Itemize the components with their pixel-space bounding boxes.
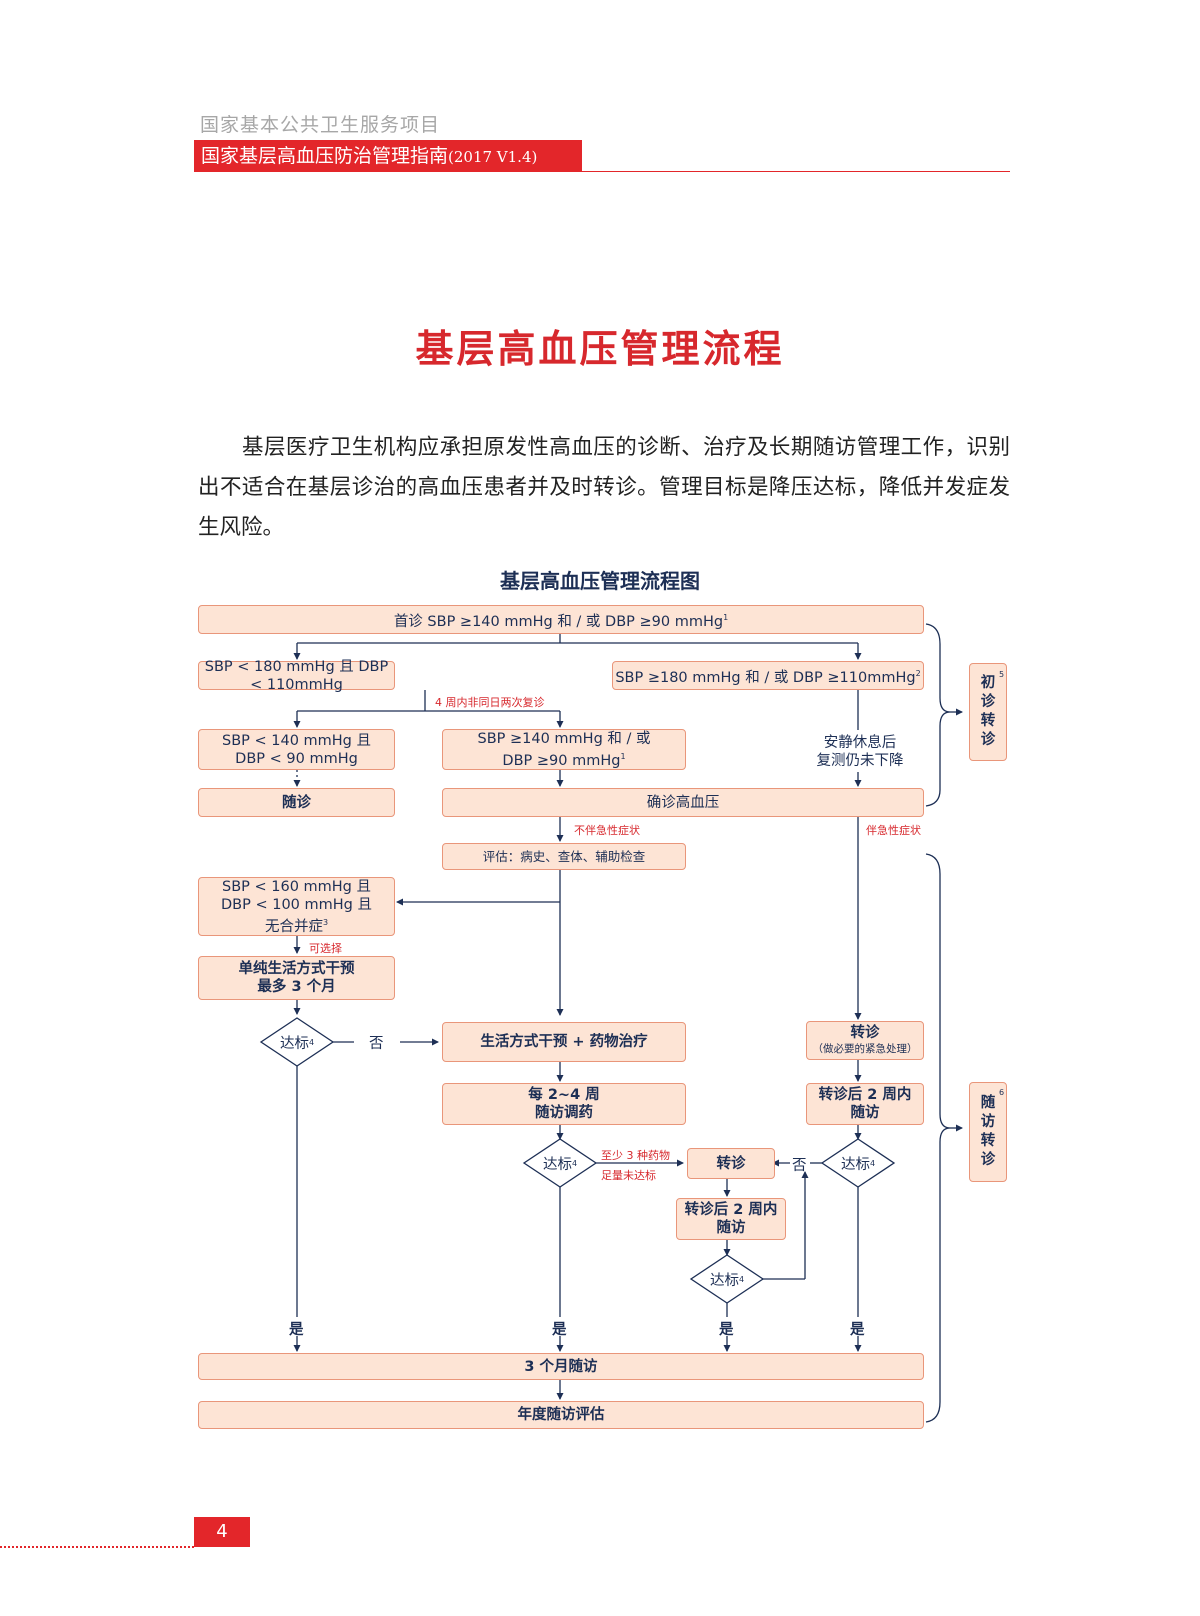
side-followup-char: 访 bbox=[980, 1114, 996, 1130]
assessment-box: 评估：病史、查体、辅助检查 bbox=[442, 843, 686, 870]
three-drugs-label: 至少 3 种药物 足量未达标 bbox=[601, 1146, 670, 1186]
after-referral-mid-line1: 转诊后 2 周内 bbox=[684, 1202, 778, 1218]
mild-line2: DBP < 100 mmHg 且 bbox=[221, 896, 372, 913]
footer-dotted-rule bbox=[0, 1546, 194, 1548]
header-rule bbox=[580, 171, 1010, 172]
yes-label-4: 是 bbox=[850, 1322, 865, 1338]
follow-up-text: 随诊 bbox=[282, 794, 311, 811]
annual-review-box: 年度随访评估 bbox=[198, 1401, 924, 1429]
high-bp-line2: DBP ≥90 mmHg1 bbox=[502, 751, 626, 769]
series-title: 国家基本公共卫生服务项目 bbox=[200, 114, 441, 136]
after-referral-mid-box: 转诊后 2 周内 随访 bbox=[676, 1198, 786, 1240]
referral-note: （做必要的紧急处理） bbox=[812, 1042, 918, 1055]
optional-label: 可选择 bbox=[309, 942, 342, 955]
normal-bp-line2: DBP < 90 mmHg bbox=[235, 750, 358, 767]
referral-mid-text: 转诊 bbox=[716, 1155, 746, 1172]
side-followup-char: 转 bbox=[980, 1133, 996, 1149]
after-referral-line2: 随访 bbox=[850, 1105, 880, 1121]
titrate-line2: 随访调药 bbox=[535, 1105, 593, 1121]
high-bp-box: SBP ≥140 mmHg 和 / 或 DBP ≥90 mmHg1 bbox=[442, 729, 686, 770]
yes-label-3: 是 bbox=[719, 1322, 734, 1338]
target-diamond-shape bbox=[522, 1138, 598, 1188]
target-diamond-shape bbox=[820, 1138, 896, 1188]
repeat-visit-label: 4 周内非同日两次复诊 bbox=[435, 696, 545, 709]
titrate-box: 每 2~4 周 随访调药 bbox=[442, 1083, 686, 1125]
page-title: 基层高血压管理流程 bbox=[415, 326, 785, 371]
side-initial-footnote: 5 bbox=[999, 670, 1005, 679]
side-initial-char: 诊 bbox=[980, 732, 996, 748]
rest-recheck-text: 安静休息后 复测仍未下降 bbox=[815, 734, 905, 770]
right-range-box: SBP ≥180 mmHg 和 / 或 DBP ≥110mmHg2 bbox=[612, 661, 924, 690]
referral-text: 转诊 bbox=[850, 1024, 880, 1041]
assessment-text: 评估：病史、查体、辅助检查 bbox=[482, 848, 646, 864]
side-followup-char: 诊 bbox=[980, 1152, 996, 1168]
rest-recheck-line2: 复测仍未下降 bbox=[816, 753, 904, 769]
normal-bp-line1: SBP < 140 mmHg 且 bbox=[221, 732, 371, 749]
side-initial-char: 转 bbox=[980, 713, 996, 729]
mild-line3: 无合并症3 bbox=[264, 917, 329, 935]
yes-label-2: 是 bbox=[552, 1322, 567, 1338]
normal-bp-box: SBP < 140 mmHg 且 DBP < 90 mmHg bbox=[198, 729, 395, 770]
side-followup-char: 随 bbox=[980, 1095, 996, 1111]
high-bp-line1: SBP ≥140 mmHg 和 / 或 bbox=[477, 730, 651, 747]
lifestyle-drug-box: 生活方式干预 + 药物治疗 bbox=[442, 1022, 686, 1062]
after-referral-box: 转诊后 2 周内 随访 bbox=[806, 1083, 924, 1125]
target-diamond-shape bbox=[259, 1017, 335, 1067]
guide-title-banner: 国家基层高血压防治管理指南(2017 V1.4) bbox=[194, 140, 582, 172]
followup-referral-side: 随 访 转 诊 bbox=[969, 1082, 1007, 1182]
annual-review-text: 年度随访评估 bbox=[517, 1407, 605, 1423]
left-range-text: SBP < 180 mmHg 且 DBP < 110mmHg bbox=[204, 658, 389, 693]
lifestyle-drug-text: 生活方式干预 + 药物治疗 bbox=[480, 1034, 648, 1050]
confirm-hypertension-text: 确诊高血压 bbox=[646, 794, 720, 811]
confirm-hypertension-box: 确诊高血压 bbox=[442, 788, 924, 817]
mild-line1: SBP < 160 mmHg 且 bbox=[221, 878, 371, 895]
rest-recheck-line1: 安静休息后 bbox=[823, 735, 897, 751]
side-initial-char: 诊 bbox=[980, 694, 996, 710]
referral-box: 转诊 （做必要的紧急处理） bbox=[806, 1021, 924, 1060]
follow-up-box: 随诊 bbox=[198, 788, 395, 817]
guide-title: 国家基层高血压防治管理指南 bbox=[201, 145, 449, 167]
lifestyle-only-line2: 最多 3 个月 bbox=[257, 979, 336, 995]
first-visit-box: 首诊 SBP ≥140 mmHg 和 / 或 DBP ≥90 mmHg1 bbox=[198, 605, 924, 634]
no-emergency-label: 不伴急性症状 bbox=[574, 824, 640, 837]
three-month-text: 3 个月随访 bbox=[524, 1358, 598, 1375]
no-label-1: 否 bbox=[369, 1036, 384, 1052]
target-diamond-shape bbox=[689, 1254, 765, 1304]
lifestyle-only-box: 单纯生活方式干预 最多 3 个月 bbox=[198, 956, 395, 1000]
no-label-2: 否 bbox=[792, 1158, 807, 1174]
first-visit-text: 首诊 SBP ≥140 mmHg 和 / 或 DBP ≥90 mmHg1 bbox=[393, 612, 729, 630]
three-drugs-line2: 足量未达标 bbox=[601, 1169, 656, 1182]
with-emergency-label: 伴急性症状 bbox=[866, 824, 921, 837]
side-initial-char: 初 bbox=[980, 675, 996, 691]
after-referral-line1: 转诊后 2 周内 bbox=[818, 1087, 912, 1103]
intro-paragraph: 基层医疗卫生机构应承担原发性高血压的诊断、治疗及长期随访管理工作，识别出不适合在… bbox=[198, 435, 1010, 540]
referral-mid-box: 转诊 bbox=[687, 1148, 775, 1179]
yes-label-1: 是 bbox=[289, 1322, 304, 1338]
flowchart-title: 基层高血压管理流程图 bbox=[500, 569, 700, 593]
page-number: 4 bbox=[194, 1517, 250, 1547]
titrate-line1: 每 2~4 周 bbox=[528, 1087, 600, 1103]
lifestyle-only-line1: 单纯生活方式干预 bbox=[238, 961, 355, 977]
after-referral-mid-line2: 随访 bbox=[716, 1220, 746, 1236]
guide-version: (2017 V1.4) bbox=[448, 148, 538, 166]
three-drugs-line1: 至少 3 种药物 bbox=[601, 1149, 670, 1162]
right-range-text: SBP ≥180 mmHg 和 / 或 DBP ≥110mmHg2 bbox=[615, 668, 921, 686]
side-followup-footnote: 6 bbox=[999, 1088, 1005, 1097]
mild-hypertension-box: SBP < 160 mmHg 且 DBP < 100 mmHg 且 无合并症3 bbox=[198, 877, 395, 936]
initial-referral-side: 初 诊 转 诊 bbox=[969, 663, 1007, 761]
three-month-box: 3 个月随访 bbox=[198, 1353, 924, 1380]
left-range-box: SBP < 180 mmHg 且 DBP < 110mmHg bbox=[198, 659, 395, 693]
